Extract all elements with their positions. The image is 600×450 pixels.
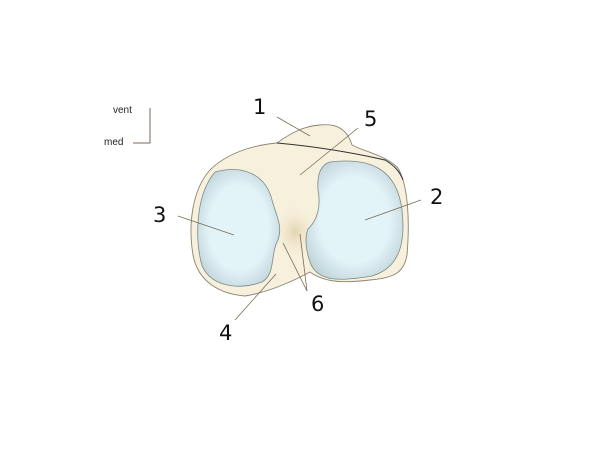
leader-1 bbox=[276, 116, 311, 137]
vent-label: vent bbox=[113, 105, 132, 116]
facet-3 bbox=[197, 169, 281, 287]
leader-6a bbox=[282, 242, 308, 292]
intercondylar-ridge bbox=[276, 142, 404, 181]
leader-2 bbox=[364, 199, 422, 221]
leader-4 bbox=[234, 273, 277, 321]
label-2: 2 bbox=[430, 185, 443, 209]
orientation-marker: vent med bbox=[104, 105, 151, 148]
leader-3 bbox=[177, 215, 235, 236]
label-4: 4 bbox=[219, 321, 232, 345]
label-6: 6 bbox=[311, 292, 324, 316]
label-3: 3 bbox=[153, 203, 166, 227]
leader-5 bbox=[299, 127, 359, 176]
labels: 1 2 3 4 5 6 bbox=[153, 95, 443, 345]
leader-6b bbox=[299, 233, 308, 292]
orientation-axes bbox=[133, 108, 151, 144]
label-5: 5 bbox=[364, 107, 377, 131]
med-label: med bbox=[104, 137, 123, 148]
facet-2 bbox=[305, 160, 404, 280]
leader-lines bbox=[177, 116, 422, 321]
bone-section bbox=[190, 124, 409, 297]
label-1: 1 bbox=[253, 95, 266, 119]
